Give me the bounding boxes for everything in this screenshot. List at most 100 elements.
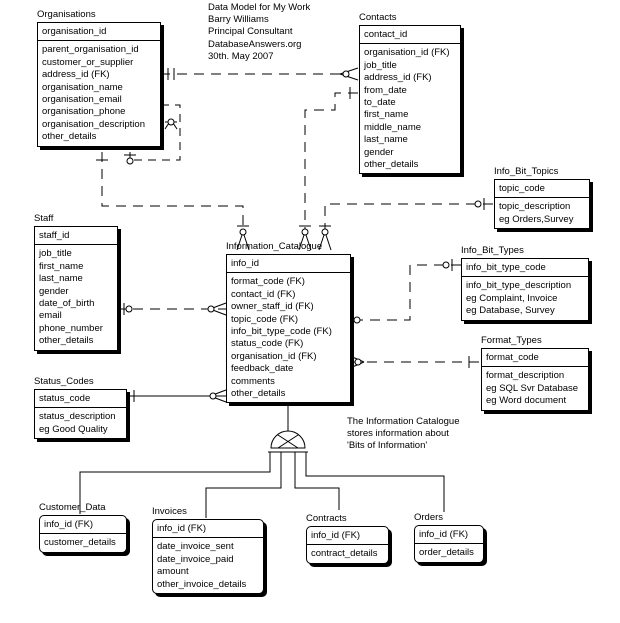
pk-section: staff_id (35, 227, 117, 246)
attribute: gender (39, 285, 69, 297)
rel-organisations-catalogue (96, 152, 250, 251)
attribute: customer_or_supplier (42, 56, 134, 68)
pk-attribute: contact_id (364, 29, 408, 40)
organisations-title: Organisations (37, 9, 96, 20)
subtype-category-symbol (79, 406, 445, 518)
attribute: from_date (364, 84, 407, 96)
note-line: 30th. May 2007 (208, 50, 274, 62)
entity-status-codes[interactable]: status_code status_description eg Good Q… (34, 389, 127, 440)
attribute-list: format_code (FK) contact_id (FK) owner_s… (227, 273, 350, 402)
note-line: Data Model for My Work (208, 2, 311, 13)
pk-section: format_code (482, 349, 588, 368)
attribute: format_code (FK) (231, 276, 305, 288)
entity-info-bit-topics[interactable]: topic_code topic_description eg Orders,S… (494, 179, 590, 230)
rel-topics-catalogue (318, 198, 493, 251)
attribute: comments (231, 375, 275, 387)
pk-section: info_bit_type_code (462, 259, 588, 278)
attribute-list: contract_details (307, 545, 388, 562)
entity-format-types[interactable]: format_code format_description eg SQL Sv… (481, 348, 589, 411)
attribute: organisation_email (42, 94, 122, 106)
attribute: eg SQL Svr Database (486, 382, 579, 394)
attribute: other_invoice_details (157, 578, 247, 590)
attribute: contract_details (311, 548, 378, 560)
attribute-list: order_details (415, 544, 483, 561)
pk-section: info_id (FK) (307, 527, 388, 546)
pk-attribute: topic_code (499, 183, 545, 194)
note-line: stores information about (347, 428, 449, 440)
note-line: Barry Williams (208, 14, 269, 26)
attribute: date_of_birth (39, 298, 95, 310)
pk-section: contact_id (360, 26, 460, 45)
rel-types-catalogue (350, 259, 461, 326)
attribute: first_name (364, 109, 409, 121)
attribute: eg Word document (486, 395, 567, 407)
attribute: organisation_description (42, 118, 145, 130)
pk-attribute: organisation_id (42, 26, 107, 37)
attribute-list: status_description eg Good Quality (35, 408, 126, 438)
attribute: organisation_name (42, 81, 123, 93)
pk-attribute: info_bit_type_code (466, 262, 546, 273)
attribute: other_details (364, 159, 419, 171)
attribute: organisation_id (FK) (364, 47, 450, 59)
entity-contacts[interactable]: contact_id organisation_id (FK) job_titl… (359, 25, 461, 175)
catalogue-note: The Information Catalogue stores informa… (347, 416, 459, 453)
attribute: parent_organisation_id (42, 44, 139, 56)
pk-attribute: info_id (231, 258, 259, 269)
attribute: address_id (FK) (364, 72, 432, 84)
attribute: job_title (364, 59, 397, 71)
attribute: organisation_id (FK) (231, 350, 317, 362)
attribute: status_code (FK) (231, 338, 304, 350)
attribute: feedback_date (231, 363, 294, 375)
rel-format-catalogue (349, 355, 480, 369)
pk-attribute: format_code (486, 352, 539, 363)
pk-attribute: info_id (FK) (311, 530, 361, 541)
attribute: order_details (419, 547, 474, 559)
pk-section: info_id (FK) (40, 516, 126, 535)
attribute-list: job_title first_name last_name gender da… (35, 245, 117, 349)
pk-attribute: info_id (FK) (157, 523, 207, 534)
rel-staff-catalogue (116, 302, 227, 316)
attribute: phone_number (39, 322, 103, 334)
rel-status-catalogue (126, 389, 227, 403)
note-line: DatabaseAnswers.org (208, 38, 302, 50)
attribute: last_name (364, 134, 408, 146)
entity-customer-data[interactable]: info_id (FK) customer_details (39, 515, 127, 553)
pk-attribute: staff_id (39, 230, 70, 241)
customer-data-title: Customer_Data (39, 502, 106, 513)
orders-title: Orders (414, 512, 444, 523)
attribute: topic_code (FK) (231, 313, 299, 325)
pk-section: info_id (FK) (415, 526, 483, 545)
attribute: eg Complaint, Invoice (466, 292, 558, 304)
entity-contracts[interactable]: info_id (FK) contract_details (306, 526, 389, 564)
attribute: format_description (486, 370, 565, 382)
entity-organisations[interactable]: organisation_id parent_organisation_id c… (37, 22, 161, 147)
attribute: status_description (39, 411, 116, 423)
rel-contacts-catalogue (298, 87, 358, 251)
attribute-list: topic_description eg Orders,Survey (495, 198, 589, 228)
attribute: date_invoice_sent (157, 541, 234, 553)
note-line: The Information Catalogue (347, 416, 460, 427)
attribute-list: info_bit_type_description eg Complaint, … (462, 277, 588, 319)
attribute-list: date_invoice_sent date_invoice_paid amou… (153, 538, 263, 593)
entity-staff[interactable]: staff_id job_title first_name last_name … (34, 226, 118, 351)
entity-info-bit-types[interactable]: info_bit_type_code info_bit_type_descrip… (461, 258, 589, 321)
entity-information-catalogue[interactable]: info_id format_code (FK) contact_id (FK)… (226, 254, 351, 404)
rel-organisations-self (124, 104, 181, 165)
contacts-title: Contacts (359, 12, 397, 23)
info-bit-types-title: Info_Bit_Types (461, 245, 524, 256)
attribute: info_bit_type_description (466, 280, 572, 292)
information-catalogue-title: Information_Catalogue (226, 241, 323, 252)
entity-invoices[interactable]: info_id (FK) date_invoice_sent date_invo… (152, 519, 264, 595)
attribute: owner_staff_id (FK) (231, 301, 314, 313)
attribute: customer_details (44, 537, 116, 549)
attribute-list: format_description eg SQL Svr Database e… (482, 367, 588, 409)
attribute: amount (157, 566, 189, 578)
author-note: Data Model for My Work Barry Williams Pr… (208, 2, 310, 63)
attribute: eg Orders,Survey (499, 213, 574, 225)
contracts-title: Contracts (306, 513, 347, 524)
pk-section: info_id (227, 255, 350, 274)
pk-section: info_id (FK) (153, 520, 263, 539)
entity-orders[interactable]: info_id (FK) order_details (414, 525, 484, 563)
pk-attribute: info_id (FK) (44, 519, 94, 530)
